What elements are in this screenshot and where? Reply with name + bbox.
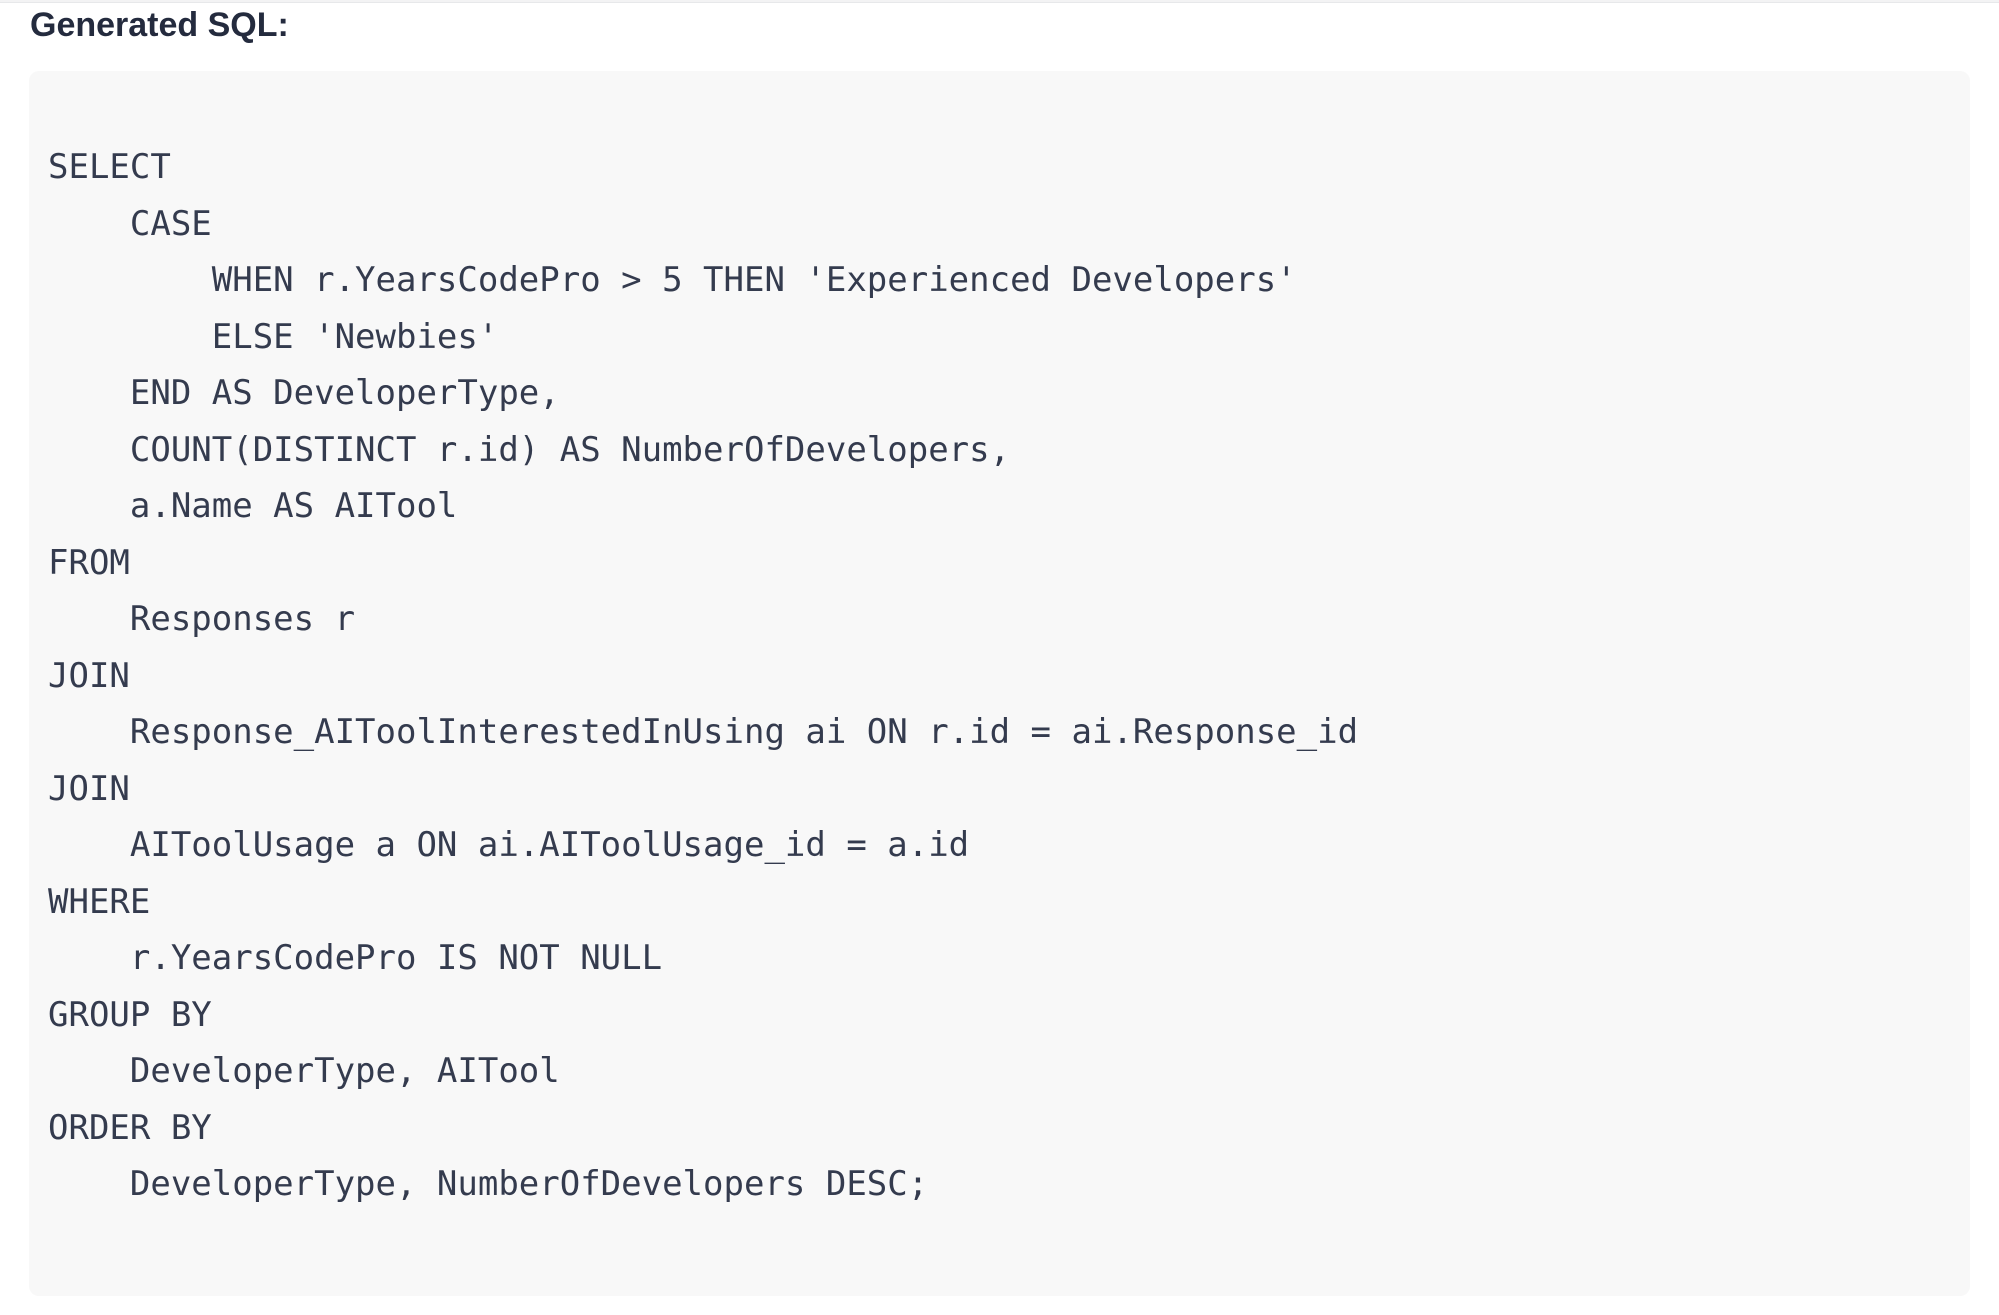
generated-sql-section: Generated SQL: SELECT CASE WHEN r.YearsC…	[0, 5, 1999, 1296]
generated-sql-heading: Generated SQL:	[30, 6, 289, 44]
sql-code-block: SELECT CASE WHEN r.YearsCodePro > 5 THEN…	[29, 71, 1970, 1296]
sql-code-text: SELECT CASE WHEN r.YearsCodePro > 5 THEN…	[48, 147, 1359, 1204]
top-edge-divider	[0, 0, 1999, 3]
